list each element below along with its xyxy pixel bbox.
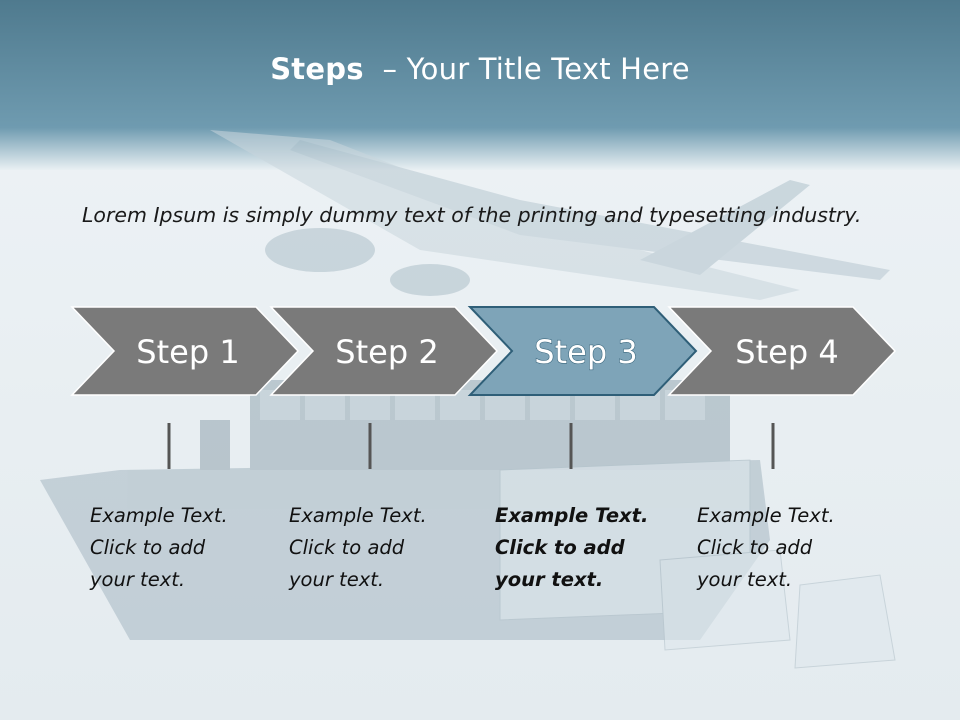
step-3-line-1: Example Text. xyxy=(495,504,649,527)
step-3-line-3: your text. xyxy=(495,568,604,591)
step-3-text[interactable]: Example Text. Click to add your text. xyxy=(495,500,665,596)
step-1-text[interactable]: Example Text. Click to add your text. xyxy=(90,500,260,596)
step-1-arrow[interactable]: Step 1 xyxy=(70,306,300,396)
step-4-line-1: Example Text. xyxy=(697,504,835,527)
airplane-illustration xyxy=(210,130,890,300)
step-2-line-3: your text. xyxy=(289,568,385,591)
step-2-label: Step 2 xyxy=(335,333,438,371)
step-1-line-1: Example Text. xyxy=(90,504,228,527)
title-bold-text: Steps xyxy=(270,52,364,86)
step-4-arrow[interactable]: Step 4 xyxy=(667,306,897,396)
step-4-label: Step 4 xyxy=(735,333,838,371)
step-1-line-3: your text. xyxy=(90,568,186,591)
step-3-arrow[interactable]: Step 3 xyxy=(467,306,698,396)
step-4-line-2: Click to add xyxy=(697,536,813,559)
step-1-label: Step 1 xyxy=(136,333,239,371)
step-4-text[interactable]: Example Text. Click to add your text. xyxy=(697,500,867,596)
step-2-text[interactable]: Example Text. Click to add your text. xyxy=(289,500,459,596)
step-2-arrow[interactable]: Step 2 xyxy=(269,306,499,396)
step-2-line-1: Example Text. xyxy=(289,504,427,527)
step-4-line-3: your text. xyxy=(697,568,793,591)
intro-paragraph: Lorem Ipsum is simply dummy text of the … xyxy=(82,203,862,227)
slide-title: Steps – Your Title Text Here xyxy=(0,52,960,86)
step-1-line-2: Click to add xyxy=(90,536,206,559)
step-2-line-2: Click to add xyxy=(289,536,405,559)
step-3-label: Step 3 xyxy=(534,333,637,371)
title-text: – Your Title Text Here xyxy=(382,52,690,86)
step-3-line-2: Click to add xyxy=(495,536,625,559)
truck-illustration xyxy=(499,459,896,669)
